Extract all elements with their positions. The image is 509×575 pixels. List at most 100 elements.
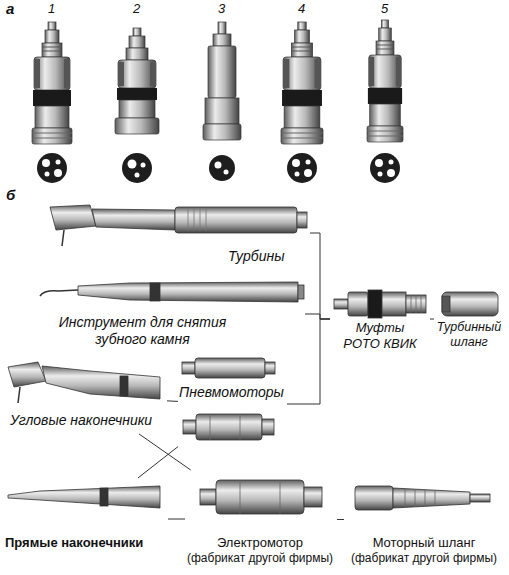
electromotor bbox=[240, 480, 280, 514]
roto-quick-coupling bbox=[382, 292, 406, 316]
turbine-drawing bbox=[188, 209, 206, 231]
pneumomotor bbox=[182, 362, 195, 374]
panel-letter: б bbox=[6, 186, 15, 204]
connector bbox=[167, 400, 178, 402]
angle-handpiece bbox=[8, 362, 46, 387]
callout-number: 3 bbox=[218, 1, 225, 17]
hole-pattern bbox=[128, 160, 137, 169]
callout-number: 2 bbox=[133, 1, 140, 17]
instrument-group: Турбинный шланг bbox=[434, 282, 506, 356]
coupling-a3 bbox=[208, 46, 236, 98]
instrument-label: (фабрикат другой фирмы) bbox=[344, 551, 504, 565]
angle-handpiece bbox=[42, 366, 160, 399]
connector bbox=[168, 519, 185, 520]
instrument-group: Турбины bbox=[48, 198, 310, 268]
instrument-label: Турбинный шланг bbox=[434, 320, 504, 350]
connector bbox=[138, 447, 178, 478]
coupling-a5 bbox=[367, 20, 403, 142]
coupling-a2 bbox=[118, 62, 124, 86]
turbine-hose bbox=[442, 296, 450, 312]
coupling-a1 bbox=[32, 22, 72, 144]
electromotor bbox=[216, 480, 304, 514]
turbine-drawing bbox=[50, 205, 307, 246]
instrument-label: Пневмомоторы bbox=[178, 384, 285, 401]
turbine-drawing bbox=[175, 207, 297, 233]
instrument-label: Угловые наконечники bbox=[10, 412, 165, 429]
motor-hose bbox=[355, 486, 393, 510]
coupling-a4 bbox=[281, 22, 323, 144]
electromotor bbox=[200, 480, 322, 514]
pneumomotor bbox=[195, 358, 265, 378]
roto-quick-coupling bbox=[334, 299, 348, 309]
turbine-drawing bbox=[297, 212, 307, 228]
coupling-a2 bbox=[133, 28, 141, 36]
pneumomotor bbox=[265, 362, 275, 374]
hole-pattern bbox=[224, 170, 229, 175]
straight-handpiece bbox=[8, 486, 160, 508]
connector bbox=[310, 233, 330, 319]
pneumomotor bbox=[210, 414, 240, 440]
instrument-group: Пневмомоторы bbox=[178, 352, 287, 456]
angle-handpiece bbox=[8, 362, 160, 403]
pneumomotor bbox=[183, 420, 196, 434]
connector bbox=[305, 314, 330, 319]
instrument-group: Муфты РОТО КВИК bbox=[330, 282, 430, 356]
hole-pattern bbox=[370, 153, 400, 183]
hole-pattern bbox=[122, 153, 152, 183]
coupling-a2 bbox=[117, 88, 157, 100]
motor-hose bbox=[470, 494, 490, 502]
motor-hose bbox=[405, 489, 435, 507]
instrument-group: Инструмент для снятия зубного камня bbox=[40, 276, 305, 352]
coupling-a2 bbox=[115, 28, 159, 134]
roto-quick-coupling bbox=[334, 290, 426, 318]
instrument-label: Муфты РОТО КВИК bbox=[342, 320, 418, 351]
coupling-a3 bbox=[203, 124, 241, 140]
angle-handpiece bbox=[120, 376, 128, 396]
instrument-group: Угловые наконечники bbox=[5, 360, 167, 434]
hole-pattern bbox=[209, 155, 235, 181]
hole-pattern bbox=[141, 163, 146, 168]
coupling-a2 bbox=[119, 100, 155, 118]
coupling-a5 bbox=[367, 20, 403, 142]
turbine-hose bbox=[442, 292, 498, 316]
instrument-label: Инструмент для снятия зубного камня bbox=[50, 314, 235, 348]
connector bbox=[139, 434, 191, 470]
coupling-a1 bbox=[32, 22, 72, 144]
callout-number: 5 bbox=[381, 1, 388, 17]
instrument-label: Электромотор bbox=[185, 535, 335, 551]
scaler-drawing bbox=[298, 285, 304, 299]
straight-handpiece bbox=[8, 486, 160, 508]
hole-pattern bbox=[122, 153, 152, 183]
coupling-a3 bbox=[203, 22, 241, 140]
turbine-hose bbox=[442, 292, 498, 316]
connector bbox=[430, 319, 434, 320]
coupling-a2 bbox=[115, 118, 159, 134]
panel-letter: а bbox=[6, 0, 14, 18]
turbine-drawing bbox=[62, 230, 64, 246]
electromotor bbox=[200, 489, 216, 505]
roto-quick-coupling bbox=[348, 292, 368, 316]
instrument-group: Прямые наконечники bbox=[3, 478, 168, 560]
coupling-a2 bbox=[129, 36, 145, 48]
scaler-drawing bbox=[40, 290, 78, 296]
coupling-a3 bbox=[213, 34, 231, 46]
coupling-a2 bbox=[118, 60, 156, 88]
instrument-label: Моторный шланг bbox=[344, 535, 504, 551]
instrument-group: Электромотор(фабрикат другой фирмы) bbox=[185, 470, 337, 568]
scaler-drawing bbox=[150, 283, 160, 301]
scaler-drawing bbox=[40, 282, 304, 302]
hole-pattern bbox=[215, 162, 222, 169]
electromotor bbox=[304, 487, 322, 507]
roto-quick-coupling bbox=[411, 295, 421, 313]
instrument-label: Прямые наконечники bbox=[5, 535, 165, 551]
instrument-label: (фабрикат другой фирмы) bbox=[185, 551, 335, 565]
scaler-drawing bbox=[78, 282, 298, 302]
pneumomotor bbox=[196, 414, 262, 440]
coupling-a4 bbox=[281, 22, 323, 144]
turbine-drawing bbox=[92, 209, 175, 230]
coupling-a2 bbox=[126, 48, 148, 60]
motor-hose bbox=[393, 488, 470, 508]
roto-quick-coupling bbox=[368, 290, 382, 318]
turbine-drawing bbox=[50, 205, 96, 230]
